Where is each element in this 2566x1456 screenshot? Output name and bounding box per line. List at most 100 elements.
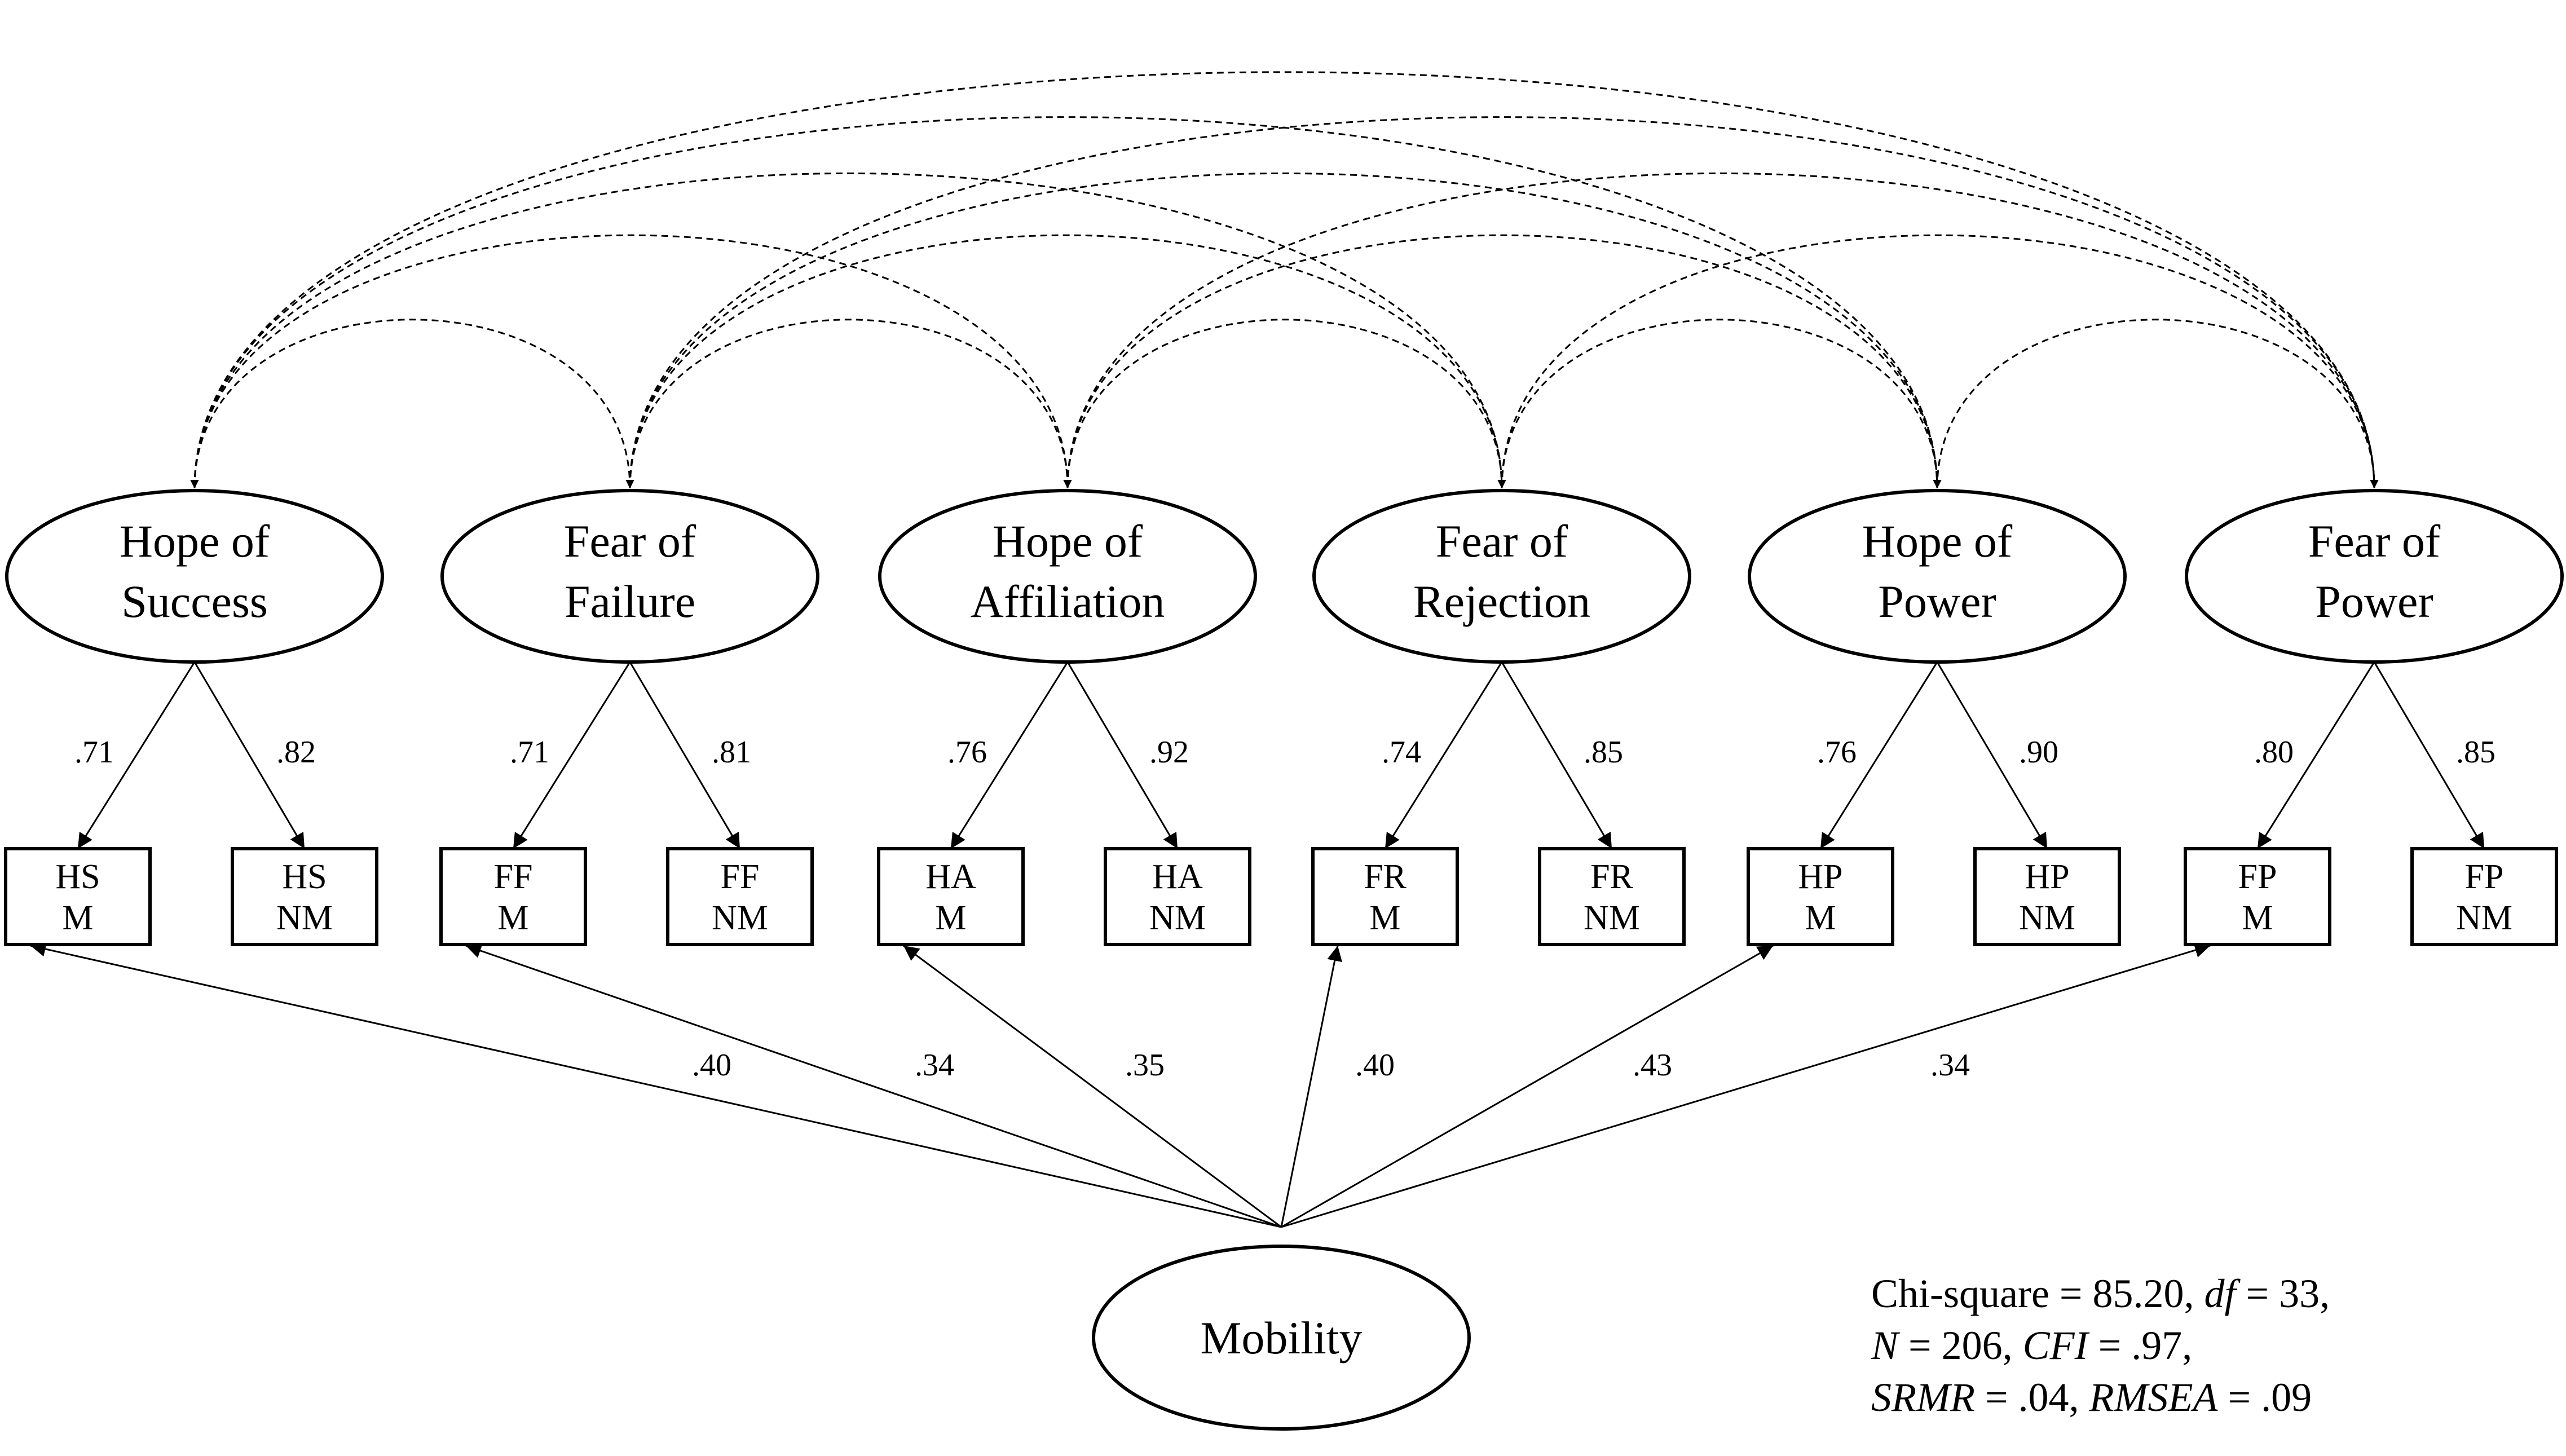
loading-path-ha-nm — [1066, 661, 1179, 849]
covariance-hp-fp — [1933, 319, 2379, 489]
indicator-label-line1: FR — [1590, 858, 1633, 896]
indicator-label-line1: FF — [721, 858, 760, 896]
indicator-hp-m: HPM — [1747, 847, 1894, 946]
indicator-label-line1: HP — [2025, 858, 2069, 896]
indicator-label-line1: HP — [1798, 858, 1842, 896]
loading-path-ff-nm — [629, 661, 741, 849]
loading-path-hs-m — [77, 661, 196, 849]
covariance-fr-fp — [1497, 234, 2379, 489]
loading-label-fr-nm: .85 — [1584, 735, 1623, 770]
method-path-fp-m — [1281, 942, 2211, 1228]
indicator-box — [1747, 847, 1894, 946]
loading-label-fp-nm: .85 — [2456, 735, 2496, 770]
method-factor-ellipse — [1092, 1245, 1471, 1431]
covariance-ha-fr — [1063, 319, 1506, 489]
method-path-hs-m — [30, 941, 1282, 1228]
loading-label-hs-nm: .82 — [276, 735, 316, 770]
indicator-label-line2: NM — [2456, 899, 2512, 937]
method-loading-label-ha-m: .35 — [1125, 1048, 1165, 1083]
loading-label-ff-m: .71 — [510, 735, 549, 770]
method-path-ha-m — [903, 945, 1282, 1228]
loading-path-ff-m — [512, 661, 631, 849]
indicator-label-line2: NM — [1149, 899, 1206, 937]
covariance-hs-hp — [190, 116, 1942, 489]
loading-label-ha-m: .76 — [947, 735, 987, 770]
loading-path-fp-m — [2256, 661, 2375, 849]
indicator-fp-m: FPM — [2184, 847, 2331, 946]
loading-path-fp-nm — [2373, 661, 2485, 849]
indicator-label-line2: M — [62, 899, 93, 937]
loading-label-ff-nm: .81 — [712, 735, 751, 770]
latent-label-line1: Fear of — [2308, 515, 2441, 567]
indicator-label-line1: HS — [55, 858, 100, 896]
indicator-fr-m: FRM — [1311, 847, 1459, 946]
indicator-ff-m: FFM — [439, 847, 587, 946]
method-loading-label-ff-m: .34 — [915, 1048, 954, 1083]
latent-label-line1: Fear of — [1436, 515, 1568, 567]
indicator-box — [666, 847, 814, 946]
method-loading-label-hs-m: .40 — [692, 1048, 731, 1083]
fit-stats-line-1: Chi-square = 85.20, df = 33, — [1871, 1271, 2330, 1316]
loading-path-hp-nm — [1936, 661, 2048, 849]
loading-paths — [30, 661, 2485, 1228]
indicator-label-line1: HA — [1152, 858, 1203, 896]
latent-ff: Fear of Failure — [440, 489, 819, 664]
latent-label-line2: Power — [1878, 576, 1996, 627]
fit-stats-line-3: SRMR = .04, RMSEA = .09 — [1871, 1375, 2312, 1420]
indicator-label-line1: FP — [2238, 858, 2277, 896]
covariance-ff-fr — [625, 234, 1506, 489]
indicator-label-line2: NM — [712, 899, 768, 937]
loading-path-hs-nm — [193, 661, 306, 849]
latent-label-line1: Fear of — [564, 515, 696, 567]
indicator-label-line1: FR — [1364, 858, 1407, 896]
indicator-box — [2410, 847, 2558, 946]
latent-label-line1: Hope of — [993, 515, 1143, 567]
loading-path-fr-nm — [1501, 661, 1613, 849]
covariance-hs-ff — [190, 319, 634, 489]
covariance-fr-hp — [1497, 319, 1942, 489]
latent-ellipse — [1748, 489, 2127, 664]
indicator-box — [877, 847, 1025, 946]
covariance-ha-hp — [1063, 234, 1942, 489]
covariance-hs-fr — [190, 172, 1506, 489]
covariance-ff-fp — [625, 116, 2379, 489]
latent-ellipse — [878, 489, 1257, 664]
loading-label-hp-m: .76 — [1817, 735, 1857, 770]
covariance-ha-fp — [1063, 172, 2379, 489]
method-factor-mobility: Mobility — [1092, 1245, 1471, 1431]
indicator-hs-m: HSM — [4, 847, 152, 946]
loading-label-hs-m: .71 — [74, 735, 114, 770]
loading-path-fr-m — [1384, 661, 1503, 849]
method-path-ff-m — [465, 943, 1282, 1228]
method-path-fr-m — [1280, 945, 1342, 1228]
loading-label-fr-m: .74 — [1382, 735, 1421, 770]
indicator-box — [4, 847, 152, 946]
indicator-ha-m: HAM — [877, 847, 1025, 946]
indicator-label-line2: NM — [1584, 899, 1640, 937]
latent-label-line1: Hope of — [1862, 515, 2013, 567]
indicator-label-line2: M — [2242, 899, 2273, 937]
indicator-box — [1104, 847, 1251, 946]
method-loading-label-fr-m: .40 — [1355, 1048, 1395, 1083]
indicator-label-line2: M — [1805, 899, 1836, 937]
latent-label-line2: Failure — [565, 576, 695, 627]
covariance-hs-fp — [190, 71, 2379, 489]
latent-ellipse — [1312, 489, 1691, 664]
method-loading-label-hp-m: .43 — [1633, 1048, 1672, 1083]
loading-path-ha-m — [950, 661, 1069, 849]
indicator-label-line1: FF — [494, 858, 533, 896]
covariance-ff-ha — [625, 319, 1072, 489]
indicator-label-line2: M — [935, 899, 966, 937]
indicator-label-line2: M — [1369, 899, 1400, 937]
latent-label-line2: Success — [121, 576, 268, 627]
indicator-box — [439, 847, 587, 946]
